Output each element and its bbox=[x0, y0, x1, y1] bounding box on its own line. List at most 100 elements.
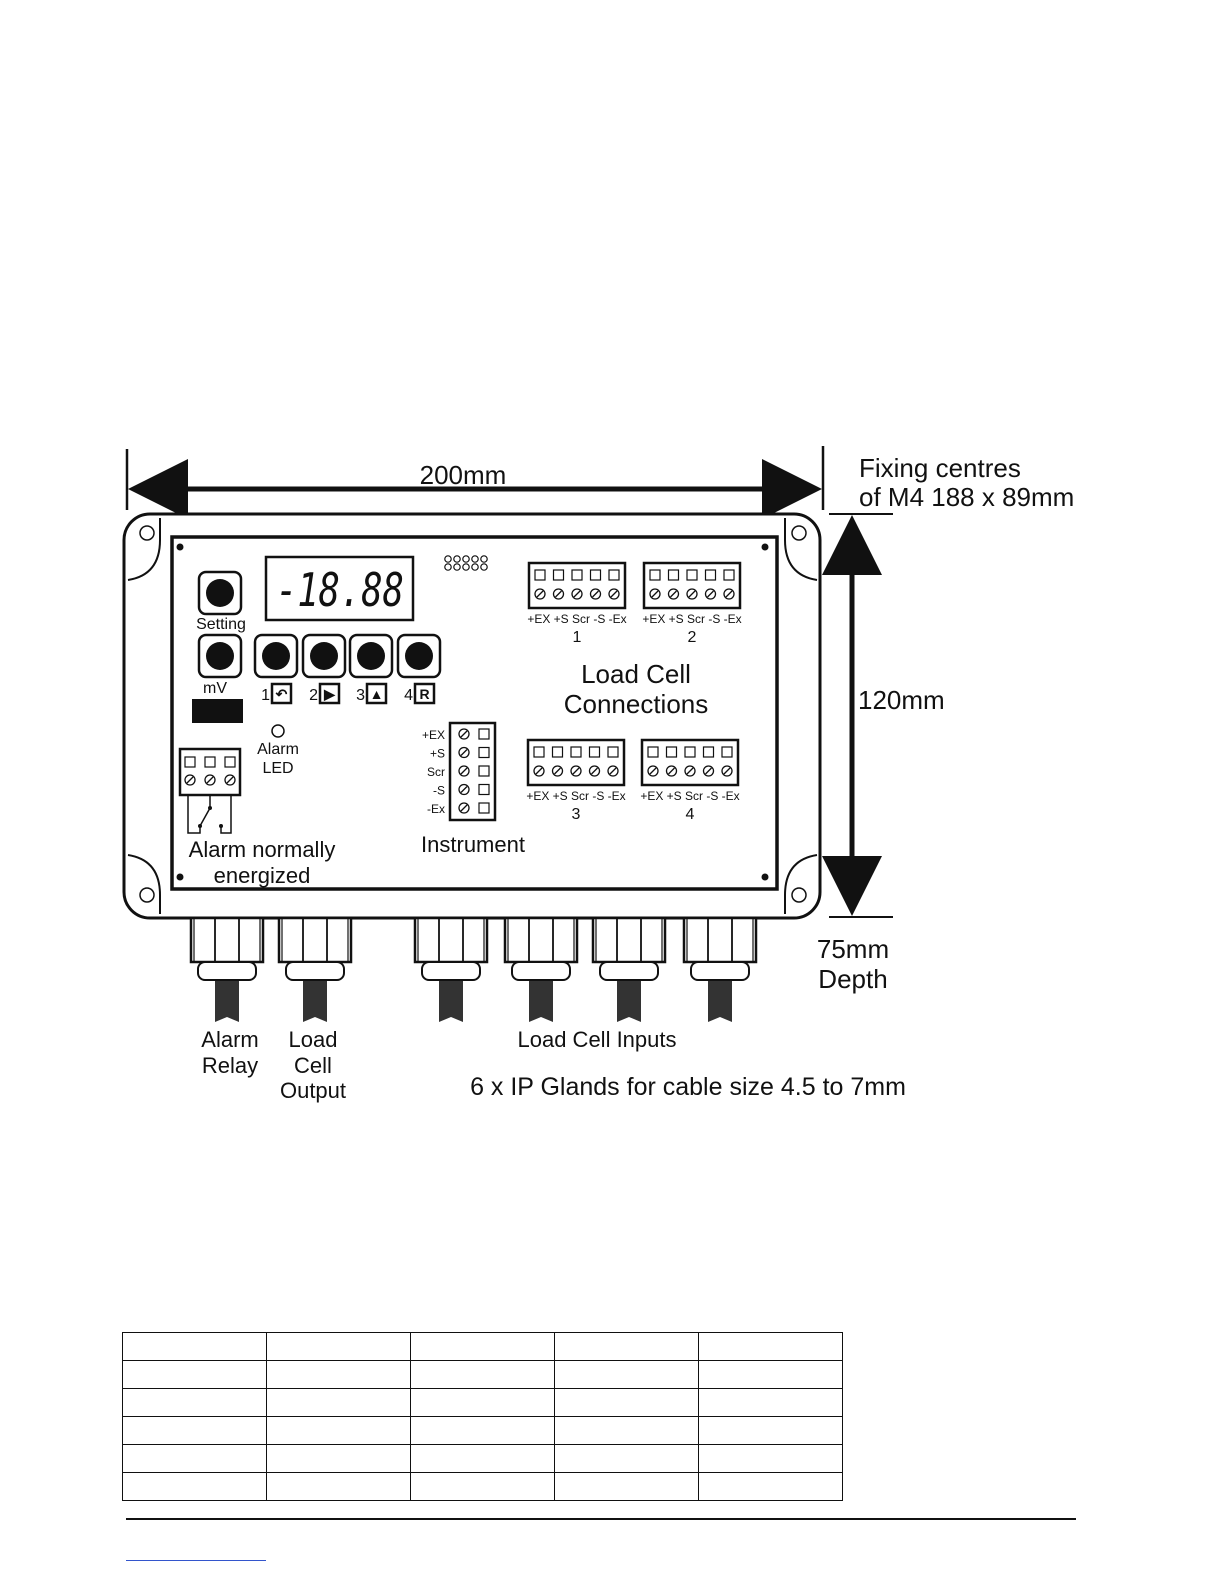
setting-button[interactable] bbox=[197, 570, 243, 616]
fixing-hole-tr bbox=[791, 525, 807, 541]
key-button-3[interactable] bbox=[348, 633, 394, 679]
table-cell bbox=[554, 1416, 699, 1445]
table-cell bbox=[410, 1444, 555, 1473]
key-number-4: 4 bbox=[404, 687, 413, 704]
table-cell bbox=[698, 1388, 843, 1417]
header-pin bbox=[444, 563, 452, 571]
fixing-note: Fixing centres of M4 188 x 89mm bbox=[859, 453, 1074, 512]
table-cell bbox=[122, 1472, 267, 1501]
gland-label-output-3: Output bbox=[280, 1078, 346, 1103]
mv-button[interactable] bbox=[197, 633, 243, 679]
cable-gland bbox=[277, 916, 353, 1022]
table-row bbox=[122, 1416, 843, 1445]
load-cell-block-1: +EX +S Scr -S -Ex1 bbox=[527, 561, 627, 646]
mv-label: mV bbox=[203, 680, 227, 697]
play-icon: ▶ bbox=[318, 682, 341, 705]
cable-gland bbox=[189, 916, 265, 1022]
table-cell bbox=[266, 1444, 411, 1473]
key-button-4[interactable] bbox=[396, 633, 442, 679]
table-cell bbox=[266, 1472, 411, 1501]
alarm-relay-terminal bbox=[178, 747, 242, 834]
instrument-pin-label: -Ex bbox=[427, 802, 445, 816]
load-cell-block-3: +EX +S Scr -S -Ex 3 bbox=[526, 738, 626, 823]
load-cell-pin-labels: +EX +S Scr -S -Ex bbox=[640, 789, 739, 803]
return-icon: ↶ bbox=[270, 682, 293, 705]
table-cell bbox=[410, 1416, 555, 1445]
cable-gland bbox=[682, 916, 758, 1022]
table-cell bbox=[410, 1388, 555, 1417]
key-button-1[interactable] bbox=[253, 633, 299, 679]
instrument-caption: Instrument bbox=[421, 832, 525, 857]
setting-label: Setting bbox=[196, 616, 246, 633]
table-row bbox=[122, 1360, 843, 1389]
table-cell bbox=[698, 1444, 843, 1473]
header-pin bbox=[444, 555, 452, 563]
alarm-led bbox=[271, 724, 285, 738]
fixing-hole-br bbox=[791, 887, 807, 903]
r-key-icon: R bbox=[413, 682, 436, 705]
led-display: -18.88 bbox=[264, 555, 415, 622]
table-cell bbox=[266, 1416, 411, 1445]
table-cell bbox=[266, 1360, 411, 1389]
svg-text:R: R bbox=[419, 686, 429, 702]
alarm-led-label-2: LED bbox=[262, 760, 293, 777]
mv-indicator bbox=[192, 699, 243, 723]
header-pin bbox=[480, 555, 488, 563]
depth-value: 75mm bbox=[817, 934, 889, 964]
table-row bbox=[122, 1472, 843, 1501]
width-label: 200mm bbox=[420, 460, 507, 490]
alarm-led-label-1: Alarm bbox=[257, 741, 299, 758]
header-pin bbox=[471, 555, 479, 563]
footer-link-underline[interactable] bbox=[126, 1560, 266, 1561]
load-cell-pin-labels: +EX +S Scr -S -Ex bbox=[526, 789, 625, 803]
load-cell-title-2: Connections bbox=[564, 689, 709, 719]
table-cell bbox=[554, 1388, 699, 1417]
footer-rule bbox=[126, 1518, 1076, 1520]
table-cell bbox=[122, 1388, 267, 1417]
display-reading: -18.88 bbox=[276, 563, 404, 617]
load-cell-pin-labels: +EX +S Scr -S -Ex bbox=[642, 612, 741, 626]
table-cell bbox=[266, 1332, 411, 1361]
load-cell-number: 2 bbox=[688, 629, 697, 646]
table-cell bbox=[554, 1332, 699, 1361]
instrument-pin-label: +S bbox=[430, 747, 445, 761]
table-cell bbox=[122, 1416, 267, 1445]
table-cell bbox=[122, 1444, 267, 1473]
alarm-caption-2: energized bbox=[214, 863, 311, 888]
cable-gland bbox=[503, 916, 579, 1022]
gland-label-output-1: Load bbox=[289, 1027, 338, 1052]
key-button-2[interactable] bbox=[301, 633, 347, 679]
table-cell bbox=[554, 1444, 699, 1473]
cable-gland bbox=[413, 916, 489, 1022]
up-arrow-icon: ▲ bbox=[365, 682, 388, 705]
fixing-line-2: of M4 188 x 89mm bbox=[859, 482, 1074, 512]
depth-note: 75mm Depth bbox=[817, 934, 889, 994]
height-dimension: 120mm bbox=[822, 513, 945, 918]
load-cell-block-4: +EX +S Scr -S -Ex4 bbox=[640, 738, 740, 823]
fixing-hole-tl bbox=[139, 525, 155, 541]
table-cell bbox=[122, 1332, 267, 1361]
key-number-1: 1 bbox=[261, 687, 270, 704]
instrument-pin-label: +EX bbox=[422, 728, 445, 742]
gland-label-output-2: Cell bbox=[294, 1053, 332, 1078]
header-pin bbox=[471, 563, 479, 571]
table-cell bbox=[698, 1332, 843, 1361]
blank-table bbox=[122, 1332, 843, 1501]
cable-gland bbox=[591, 916, 667, 1022]
svg-text:↶: ↶ bbox=[275, 686, 288, 702]
load-cell-number: 3 bbox=[572, 806, 581, 823]
gland-label-alarm-2: Relay bbox=[202, 1053, 258, 1078]
instrument-pin-label: -S bbox=[433, 784, 445, 798]
table-cell bbox=[122, 1360, 267, 1389]
table-row bbox=[122, 1444, 843, 1473]
table-cell bbox=[554, 1472, 699, 1501]
gland-label-inputs: Load Cell Inputs bbox=[518, 1027, 677, 1052]
load-cell-number: 1 bbox=[573, 629, 582, 646]
load-cell-title-1: Load Cell bbox=[581, 659, 691, 689]
table-cell bbox=[266, 1388, 411, 1417]
key-number-3: 3 bbox=[356, 687, 365, 704]
alarm-caption-1: Alarm normally bbox=[189, 837, 336, 862]
table-cell bbox=[410, 1360, 555, 1389]
